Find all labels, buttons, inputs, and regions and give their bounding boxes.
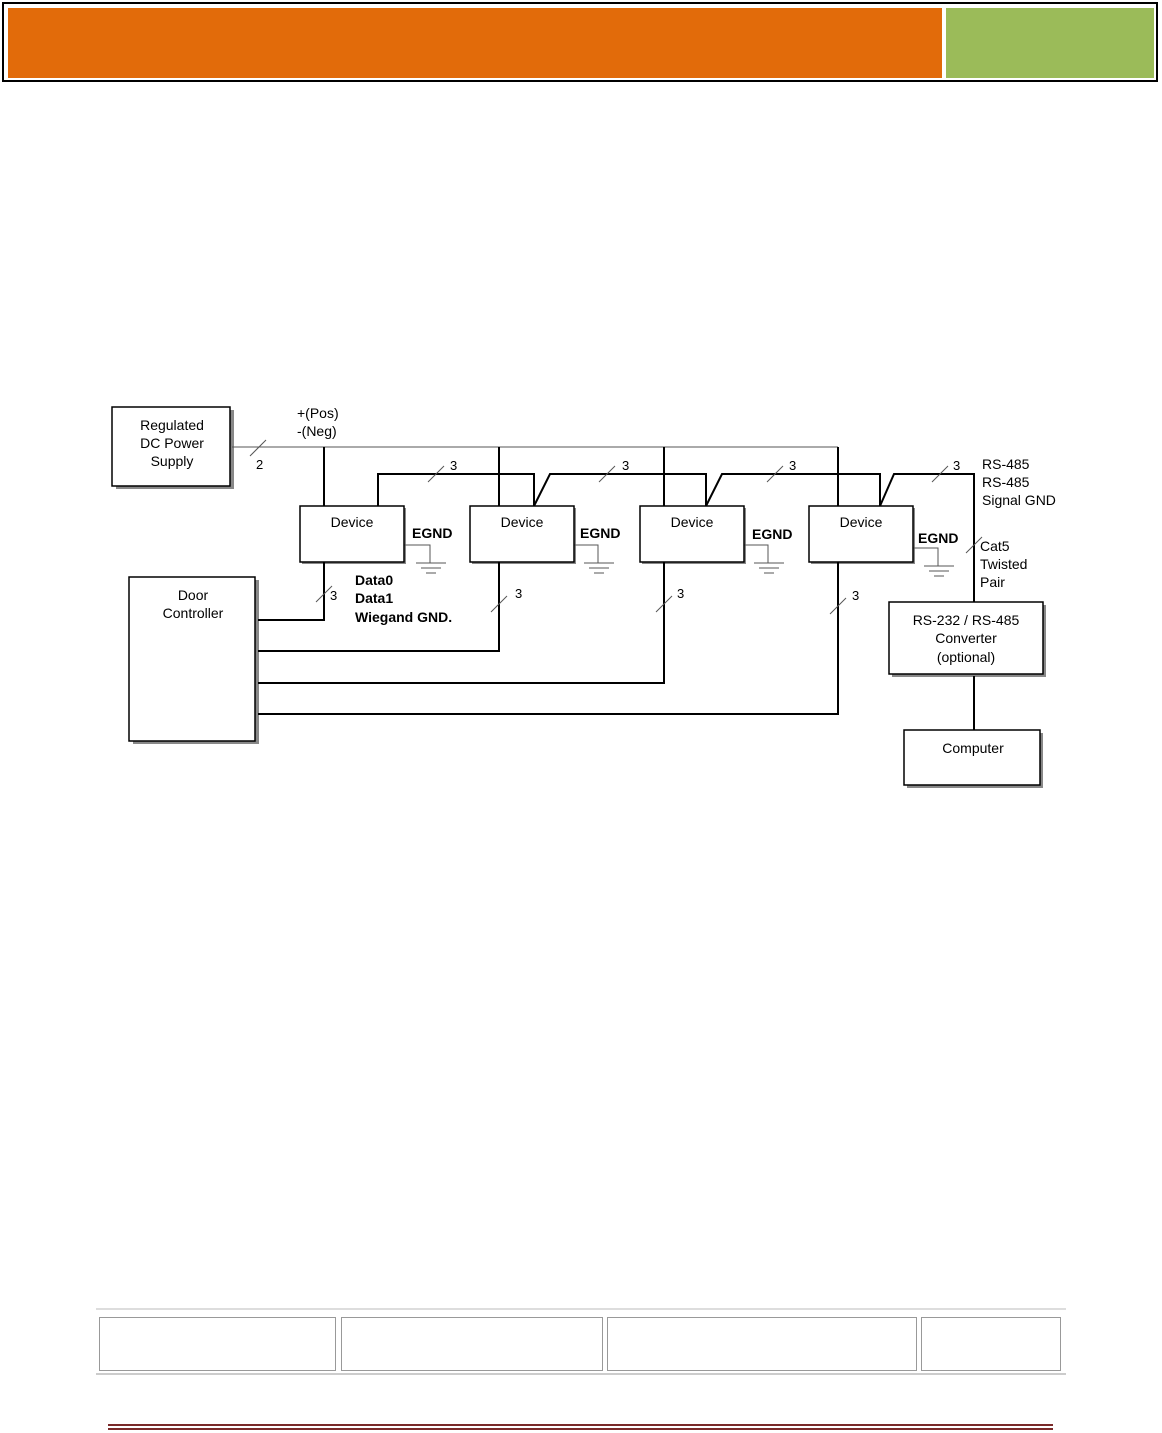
footer-cell-4 [921, 1317, 1061, 1371]
footer-table [96, 1308, 1066, 1375]
power-wire-count: 2 [256, 457, 263, 472]
wiegand-gnd-label: Wiegand GND. [355, 609, 452, 625]
egnd-label-2: EGND [580, 525, 620, 541]
data0-label: Data0 [355, 572, 393, 588]
bus-count-3: 3 [789, 458, 796, 473]
pair-label: Pair [980, 574, 1005, 590]
bus-count-2: 3 [622, 458, 629, 473]
device-label-3: Device [671, 514, 714, 530]
converter-line-3: (optional) [937, 649, 995, 665]
power-supply-line-1: Regulated [140, 417, 204, 433]
computer-label: Computer [942, 740, 1004, 756]
converter-line-1: RS-232 / RS-485 [913, 612, 1020, 628]
door-controller-line-2: Controller [163, 605, 224, 621]
footer-cell-3 [607, 1317, 917, 1371]
data-count-1: 3 [330, 588, 337, 603]
signal-gnd-label: Signal GND [982, 492, 1056, 508]
device-label-2: Device [501, 514, 544, 530]
converter-line-2: Converter [935, 630, 997, 646]
computer-box [904, 730, 1040, 785]
power-pos-label: +(Pos) [297, 405, 339, 421]
device-label-4: Device [840, 514, 883, 530]
data-count-3: 3 [677, 586, 684, 601]
power-neg-label: -(Neg) [297, 423, 337, 439]
data1-label: Data1 [355, 590, 393, 606]
twisted-label: Twisted [980, 556, 1027, 572]
rs485-label-2: RS-485 [982, 474, 1030, 490]
data-count-4: 3 [852, 588, 859, 603]
rs485-label-1: RS-485 [982, 456, 1030, 472]
data-count-2: 3 [515, 586, 522, 601]
power-supply-line-3: Supply [151, 453, 194, 469]
power-supply-line-2: DC Power [140, 435, 204, 451]
egnd-label-1: EGND [412, 525, 452, 541]
bus-count-4: 3 [953, 458, 960, 473]
egnd-label-4: EGND [918, 530, 958, 546]
footer-cell-1 [99, 1317, 336, 1371]
footer-cell-2 [341, 1317, 603, 1371]
door-controller-line-1: Door [178, 587, 209, 603]
device-label-1: Device [331, 514, 374, 530]
egnd-label-3: EGND [752, 526, 792, 542]
cat5-label: Cat5 [980, 538, 1010, 554]
bus-count-1: 3 [450, 458, 457, 473]
footer-rule [108, 1424, 1053, 1430]
